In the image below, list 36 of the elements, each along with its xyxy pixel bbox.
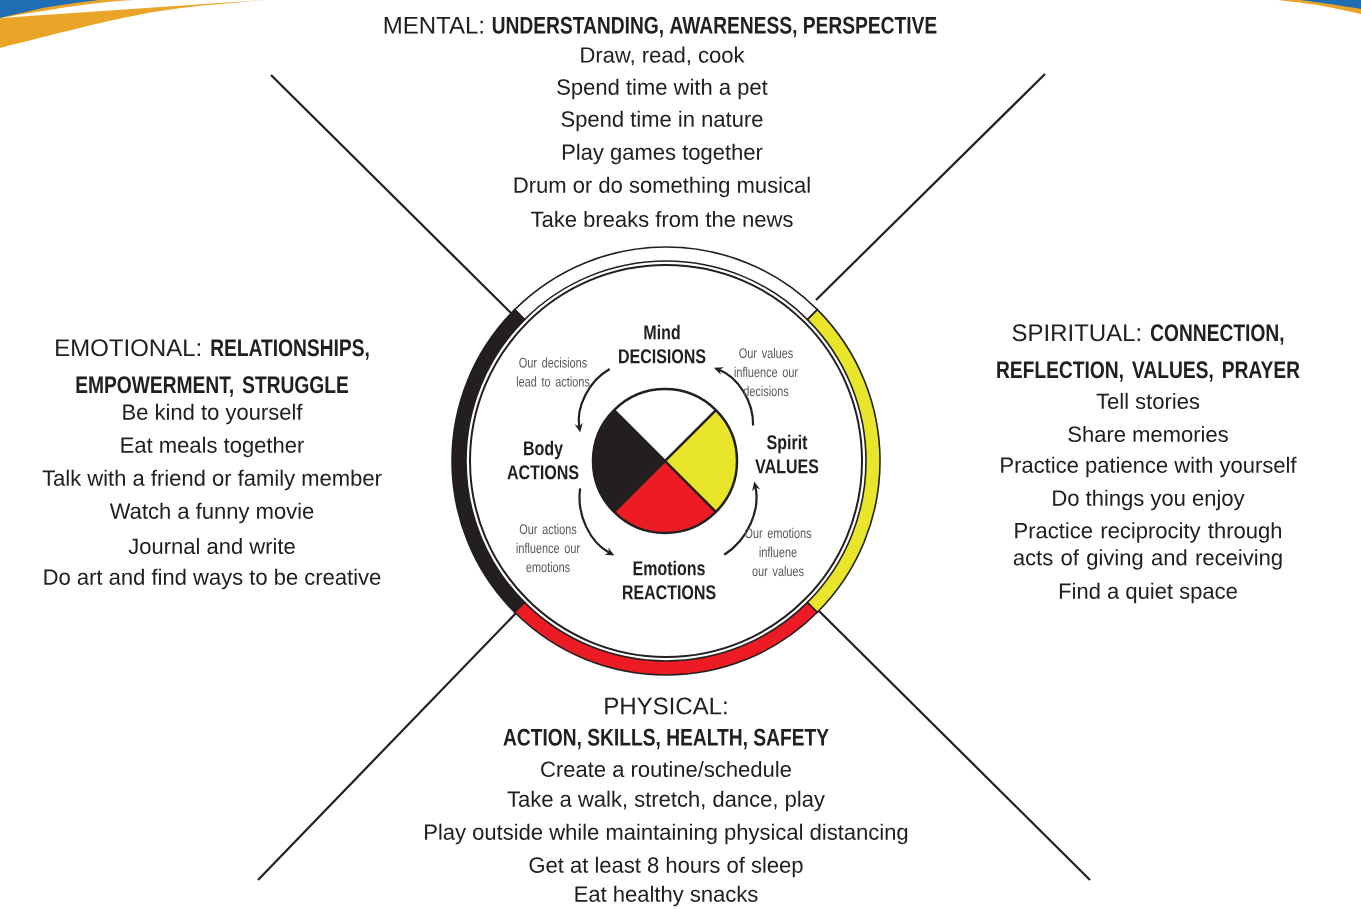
list-item: Be kind to yourself — [123, 403, 303, 425]
list-item: Drum or do something musical — [514, 176, 810, 198]
list-item: Watch a funny movie — [109, 502, 314, 524]
section-heading: ACTION, SKILLS, HEALTH, SAFETY — [503, 728, 829, 750]
list-item: Do art and find ways to be creative — [44, 568, 381, 590]
edge-label: Our decisions lead to actions — [516, 357, 590, 387]
section-heading: EMOTIONAL: RELATIONSHIPS, EMPOWERMENT, STRUGGLE — [56, 339, 369, 397]
list-item: Talk with a friend or family member — [42, 469, 382, 491]
edge-label: Our emotions influene our values — [744, 527, 812, 577]
wheel-label: Spirit VALUES — [755, 434, 819, 474]
list-item: Practice reciprocity through acts of giving and receiving — [1013, 522, 1282, 570]
list-item: Get at least 8 hours of sleep — [529, 856, 803, 878]
list-item: Draw, read, cook — [581, 46, 745, 66]
list-item: Tell stories — [1096, 392, 1200, 410]
list-item: Play games together — [562, 143, 763, 165]
section-heading: SPIRITUAL: CONNECTION, REFLECTION, VALUES, PRAYER — [997, 324, 1300, 382]
edge-label: Our actions influence our emotions — [516, 523, 580, 573]
list-item: Do things you enjoy — [1053, 489, 1245, 511]
list-item: Create a routine/schedule — [541, 760, 791, 778]
list-item: Share memories — [1068, 425, 1228, 443]
list-item: Take a walk, stretch, dance, play — [507, 790, 825, 812]
wheel-label: Body ACTIONS — [507, 440, 579, 480]
list-item: Eat healthy snacks — [575, 885, 758, 907]
section-heading: MENTAL: UNDERSTANDING, AWARENESS, PERSPECTIVE — [384, 16, 937, 38]
list-item: Spend time in nature — [561, 110, 763, 132]
list-item: Eat meals together — [121, 436, 304, 458]
list-item: Journal and write — [128, 537, 295, 555]
edge-label: Our values influence our decisions — [734, 347, 798, 397]
list-item: Spend time with a pet — [557, 78, 768, 100]
wheel-label: Mind DECISIONS — [619, 324, 706, 364]
list-item: Find a quiet space — [1059, 582, 1237, 604]
section-heading: PHYSICAL: — [605, 697, 727, 715]
list-item: Play outside while maintaining physical distancing — [425, 823, 908, 845]
list-item: Practice patience with yourself — [1001, 456, 1297, 478]
list-item: Take breaks from the news — [531, 210, 793, 228]
wheel-label: Emotions REACTIONS — [622, 560, 716, 600]
